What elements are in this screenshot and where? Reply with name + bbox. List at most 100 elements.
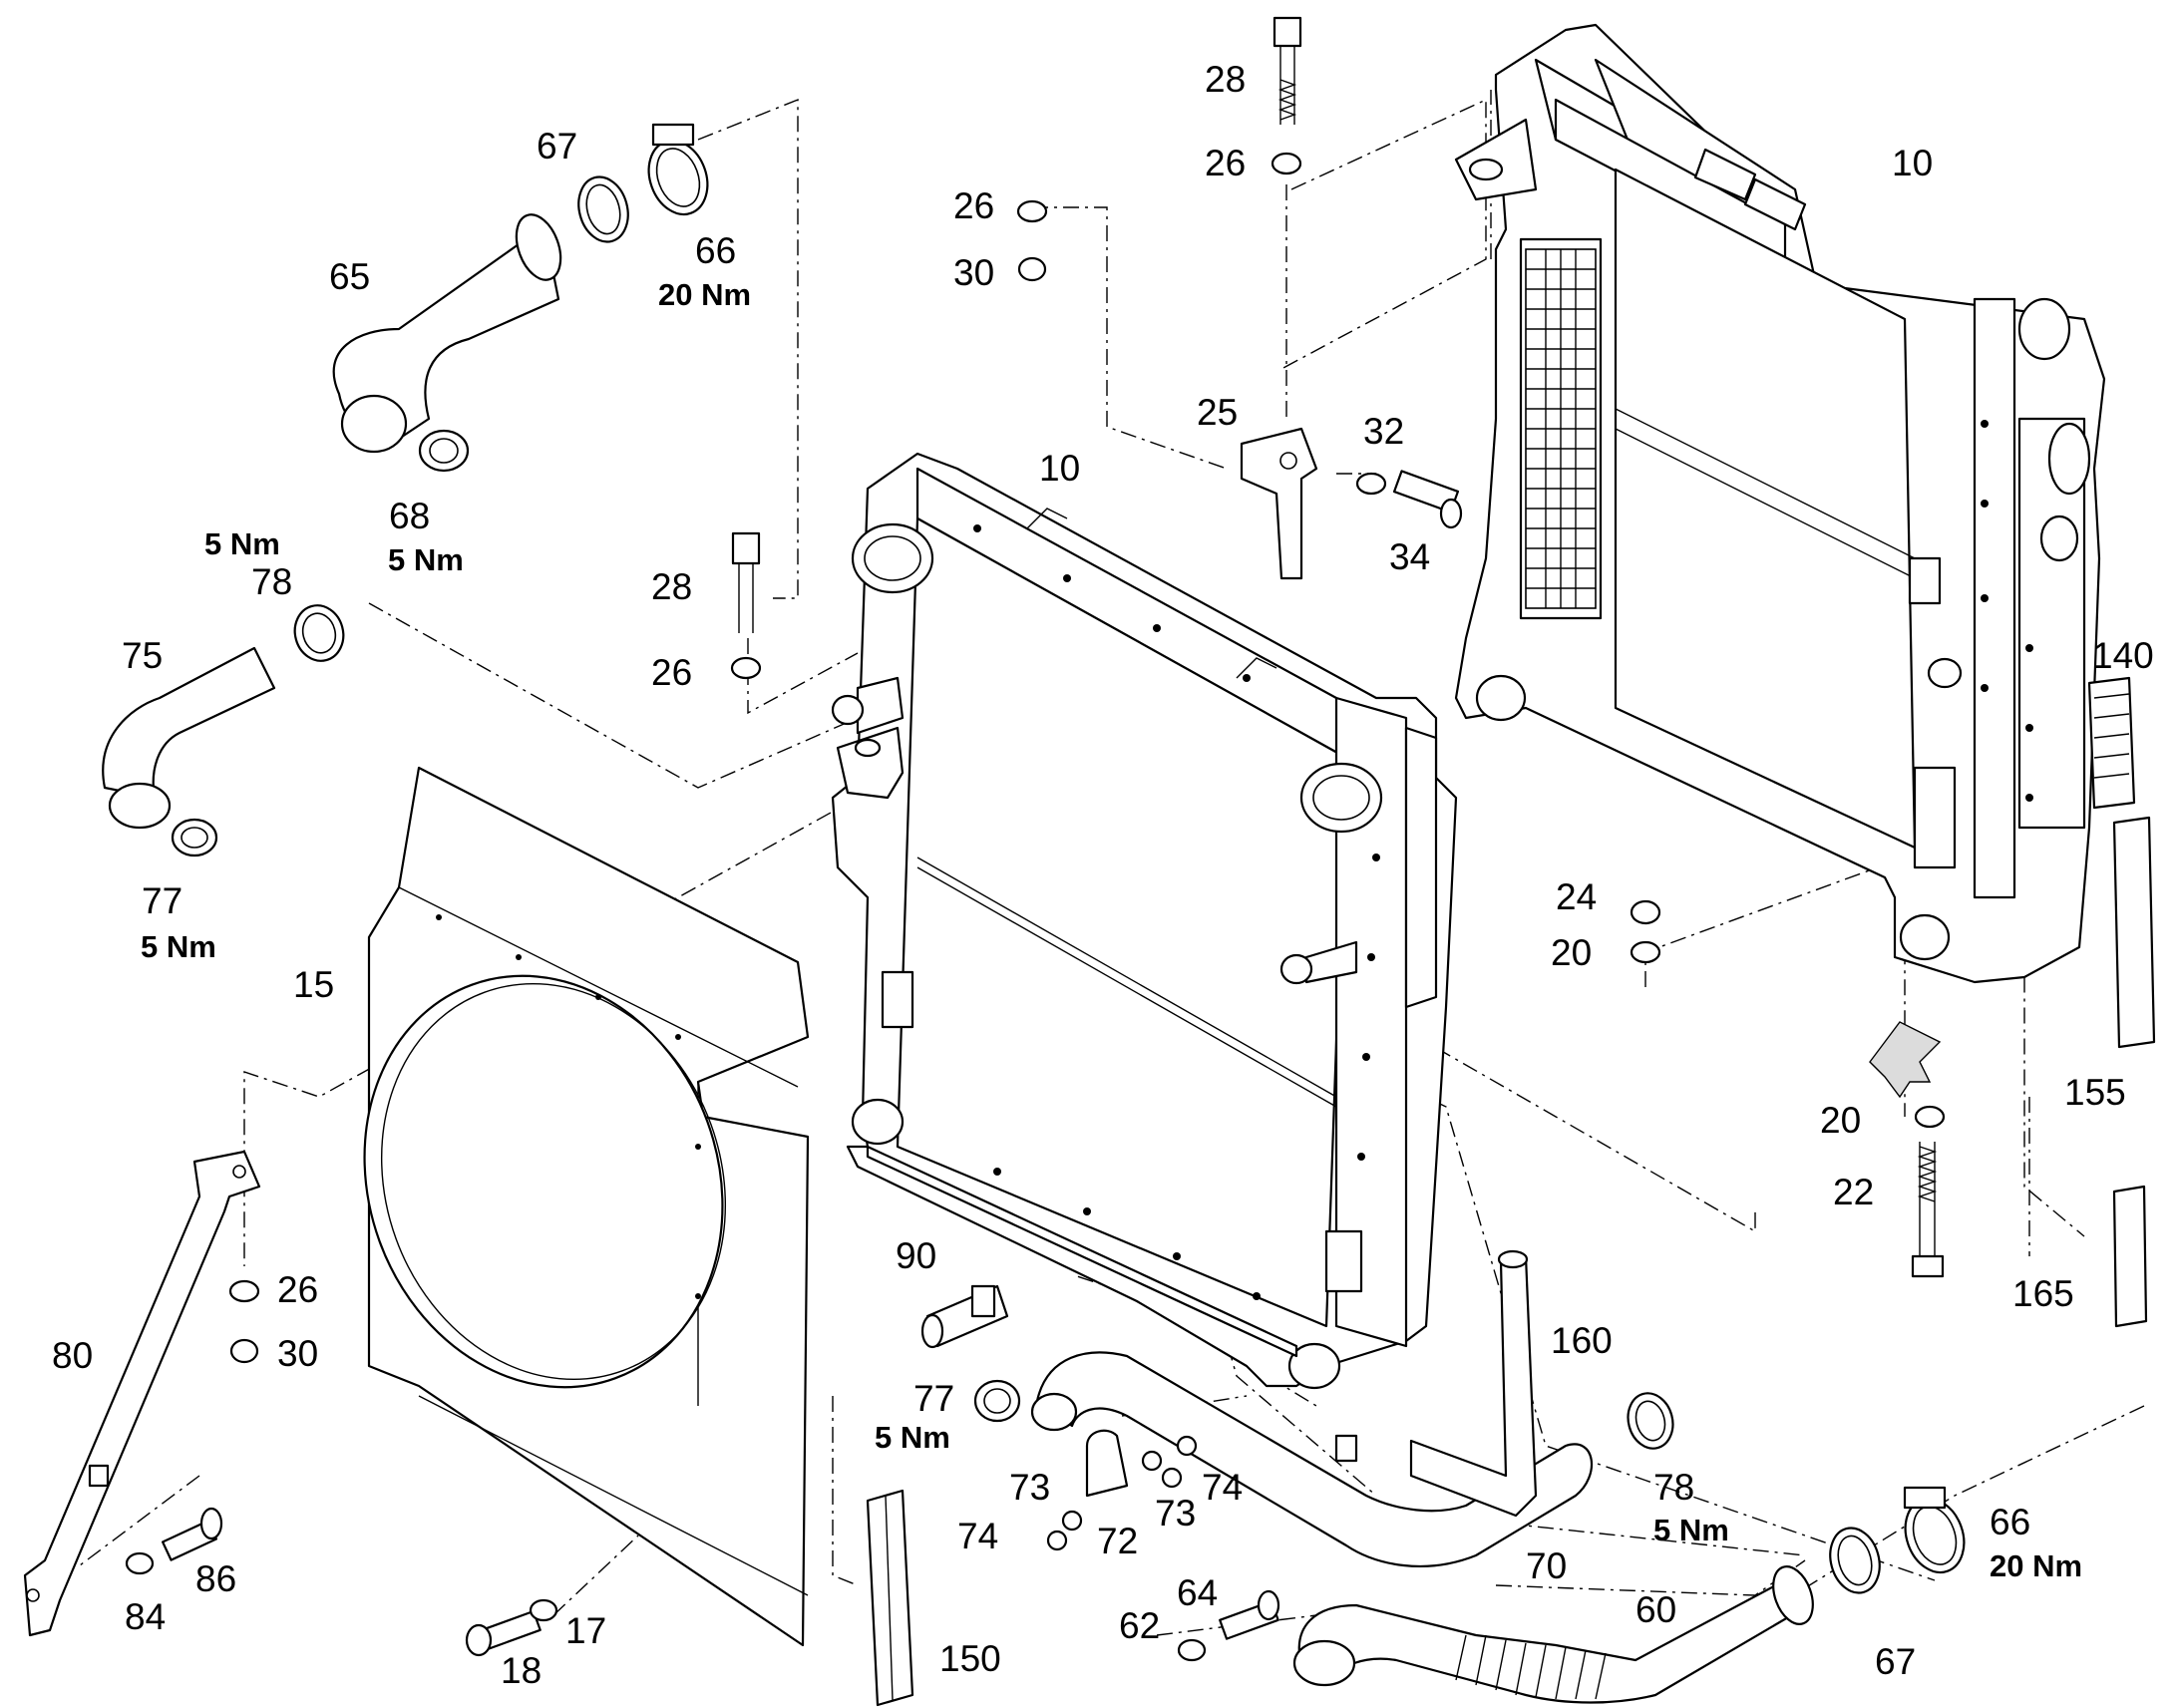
callout-78: 78 bbox=[251, 561, 292, 602]
callout-66: 66 bbox=[695, 230, 736, 271]
torque-5nm: 5 Nm bbox=[875, 1420, 950, 1455]
callout-160: 160 bbox=[1551, 1320, 1613, 1361]
nut-30 bbox=[1017, 256, 1047, 282]
bolt-34 bbox=[1392, 470, 1463, 529]
callout-28: 28 bbox=[651, 566, 692, 607]
callout-84: 84 bbox=[125, 1596, 166, 1637]
radiator-front-view bbox=[831, 452, 1458, 1390]
callout-77: 77 bbox=[913, 1378, 954, 1419]
hose-60 bbox=[1292, 1565, 1814, 1704]
callout-67: 67 bbox=[1875, 1641, 1916, 1682]
gasket-67-bottom bbox=[1829, 1527, 1881, 1594]
small-washers-72-73-74 bbox=[1046, 1435, 1198, 1551]
seal-strip-150 bbox=[866, 1489, 914, 1707]
callout-73: 73 bbox=[1009, 1467, 1050, 1508]
torque-5nm: 5 Nm bbox=[141, 929, 216, 964]
callout-66: 66 bbox=[1990, 1502, 2030, 1542]
bracket-25 bbox=[1240, 427, 1318, 580]
bolt-28-center bbox=[731, 531, 761, 633]
bolt-28-top bbox=[1272, 16, 1302, 125]
radiator-rear-view bbox=[1454, 23, 2106, 984]
hose-65 bbox=[332, 213, 562, 454]
callout-32: 32 bbox=[1363, 411, 1404, 452]
washer-26 bbox=[1016, 199, 1048, 223]
sensor-fitting bbox=[1334, 1434, 1358, 1463]
callout-22: 22 bbox=[1833, 1172, 1874, 1212]
torque-20nm: 20 Nm bbox=[658, 277, 751, 312]
callout-150: 150 bbox=[939, 1638, 1001, 1679]
callout-70: 70 bbox=[1526, 1545, 1567, 1586]
seal-strip-155 bbox=[2112, 816, 2156, 1049]
callout-77: 77 bbox=[142, 880, 182, 921]
callout-18: 18 bbox=[501, 1650, 542, 1691]
callout-17: 17 bbox=[565, 1610, 606, 1651]
oil-cooler-grid bbox=[1525, 248, 1597, 609]
callout-155: 155 bbox=[2064, 1072, 2126, 1113]
callout-labels: 28 26 10 26 30 67 66 65 68 25 32 34 10 7… bbox=[52, 59, 2154, 1691]
washer-26-top bbox=[1271, 152, 1302, 175]
callout-73: 73 bbox=[1155, 1493, 1196, 1534]
fan-shroud bbox=[363, 766, 810, 1647]
callout-10: 10 bbox=[1892, 143, 1933, 183]
callout-30: 30 bbox=[277, 1333, 318, 1374]
callout-86: 86 bbox=[195, 1558, 236, 1599]
seal-140 bbox=[2087, 676, 2136, 810]
callout-62: 62 bbox=[1119, 1605, 1160, 1646]
washer-20-lower bbox=[1914, 1105, 1946, 1129]
torque-20nm: 20 Nm bbox=[1990, 1548, 2082, 1583]
callout-26: 26 bbox=[1205, 143, 1246, 183]
seal-strip-165 bbox=[2112, 1185, 2148, 1328]
callout-72: 72 bbox=[1097, 1521, 1138, 1561]
callout-80: 80 bbox=[52, 1335, 93, 1376]
strut-80 bbox=[23, 1150, 261, 1637]
callout-20: 20 bbox=[1551, 932, 1592, 973]
fitting-90 bbox=[920, 1284, 1009, 1349]
callout-28: 28 bbox=[1205, 59, 1246, 100]
callout-65: 65 bbox=[329, 256, 370, 297]
clamp-66-bottom bbox=[1903, 1486, 1966, 1574]
callout-34: 34 bbox=[1389, 536, 1430, 577]
bolt-18 bbox=[465, 1609, 542, 1657]
washer-26-lower-left bbox=[228, 1279, 260, 1303]
callout-24: 24 bbox=[1556, 876, 1597, 917]
callout-60: 60 bbox=[1635, 1589, 1676, 1630]
clamp-77-top bbox=[171, 818, 218, 857]
clamp-78-bottom bbox=[1627, 1392, 1674, 1450]
callout-26: 26 bbox=[277, 1269, 318, 1310]
torque-5nm: 5 Nm bbox=[204, 526, 280, 561]
torque-5nm: 5 Nm bbox=[1653, 1513, 1729, 1547]
washer-20-upper bbox=[1630, 940, 1661, 964]
nut-24 bbox=[1630, 899, 1661, 925]
washer-32 bbox=[1355, 472, 1387, 496]
callout-10: 10 bbox=[1039, 448, 1080, 489]
bolt-22 bbox=[1911, 1142, 1945, 1278]
callout-26: 26 bbox=[953, 185, 994, 226]
bolt-86 bbox=[162, 1507, 223, 1561]
callout-74: 74 bbox=[1202, 1467, 1243, 1508]
callout-140: 140 bbox=[2092, 635, 2154, 676]
gasket-67-top bbox=[577, 175, 629, 243]
nut-30-lower-left bbox=[229, 1338, 259, 1364]
callout-64: 64 bbox=[1177, 1572, 1218, 1613]
clamp-78-top bbox=[293, 604, 345, 662]
clamp-77-bottom bbox=[973, 1379, 1021, 1423]
callout-90: 90 bbox=[896, 1235, 936, 1276]
clamp-68 bbox=[418, 429, 470, 473]
mount-star-ghost bbox=[1869, 1021, 1942, 1099]
callout-68: 68 bbox=[389, 496, 430, 536]
callout-15: 15 bbox=[293, 964, 334, 1005]
clamp-66-top bbox=[647, 123, 709, 216]
callout-20: 20 bbox=[1820, 1100, 1861, 1141]
washer-17 bbox=[529, 1598, 558, 1622]
hose-75 bbox=[102, 646, 276, 830]
callout-165: 165 bbox=[2012, 1273, 2074, 1314]
callout-74: 74 bbox=[957, 1516, 998, 1556]
hose-160 bbox=[1409, 1249, 1538, 1518]
washer-26-center bbox=[730, 656, 762, 680]
bolt-64 bbox=[1219, 1589, 1280, 1640]
bracket-73 bbox=[1085, 1429, 1129, 1498]
callout-30: 30 bbox=[953, 252, 994, 293]
torque-5nm: 5 Nm bbox=[388, 542, 464, 577]
hose-70 bbox=[1030, 1351, 1594, 1567]
